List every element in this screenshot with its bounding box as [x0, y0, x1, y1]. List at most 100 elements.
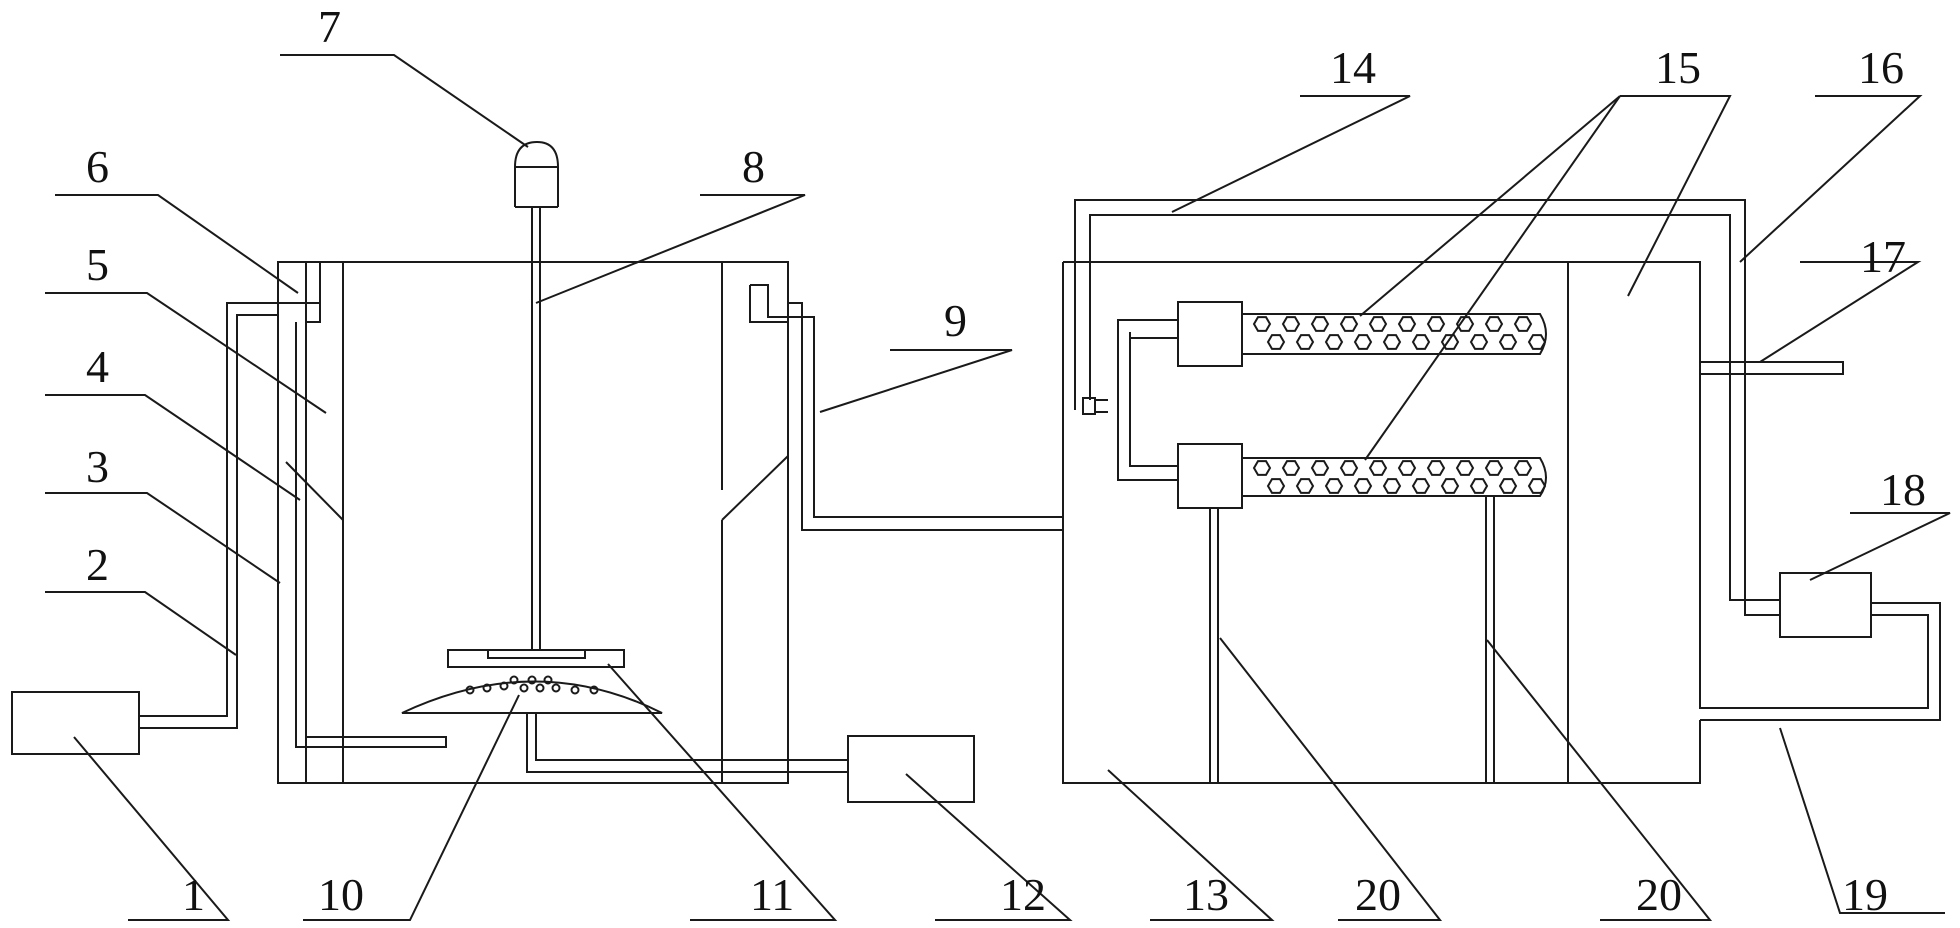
hex-cell [1484, 316, 1504, 332]
return-pump-box [1779, 572, 1872, 638]
label-8: 8 [742, 141, 765, 192]
right-baffle-slope [721, 455, 789, 521]
label-2: 2 [86, 539, 109, 590]
loop-pipe-inner [1089, 214, 1780, 601]
aerator-holes [465, 675, 599, 695]
electrode-head-lower [1177, 443, 1243, 509]
labels: 1 2 3 4 5 6 7 8 9 10 11 12 13 14 15 16 1… [86, 1, 1926, 920]
electrode-rod-lower [1242, 457, 1547, 497]
label-7: 7 [318, 1, 341, 52]
hex-cell [1411, 334, 1431, 350]
hex-cell [1252, 316, 1272, 332]
support-rod-right [1485, 496, 1495, 783]
left-vessel [11, 140, 1063, 803]
return-pipe-inner [1699, 380, 1929, 709]
label-20-left: 20 [1355, 869, 1401, 920]
hex-cell [1397, 460, 1417, 476]
hex-cell [1527, 478, 1547, 494]
hex-cell [1397, 316, 1417, 332]
electrode-rod-upper [1242, 313, 1547, 355]
right-vessel [1062, 199, 1941, 784]
return-pipe-outer [1700, 602, 1941, 721]
hex-cell [1295, 478, 1315, 494]
hex-cell [1484, 460, 1504, 476]
loop-pipe-outer [1074, 199, 1780, 616]
hex-cell [1266, 334, 1286, 350]
impeller-hub [487, 650, 586, 659]
hex-pattern-lower [1252, 460, 1547, 494]
motor-dome [514, 140, 559, 207]
hex-cell [1339, 460, 1359, 476]
hex-cell [1455, 460, 1475, 476]
label-18: 18 [1880, 464, 1926, 515]
label-14: 14 [1330, 42, 1376, 93]
hex-cell [1368, 460, 1388, 476]
gas-pipe-inner [139, 314, 278, 729]
electrode-head-upper [1177, 301, 1243, 367]
hex-cell [1469, 478, 1489, 494]
outlet-pipe-lower [787, 262, 1063, 531]
hex-cell [1527, 334, 1547, 350]
hex-cell [1498, 478, 1518, 494]
hex-cell [1426, 316, 1446, 332]
aerator-pipe [526, 713, 848, 773]
label-5: 5 [86, 239, 109, 290]
label-15: 15 [1655, 42, 1701, 93]
hex-cell [1281, 460, 1301, 476]
stirrer-shaft [531, 207, 541, 650]
electrode-wiring [1117, 319, 1178, 481]
connector-lines [1095, 399, 1108, 413]
label-1: 1 [182, 869, 205, 920]
hex-cell [1266, 478, 1286, 494]
hex-cell [1513, 460, 1533, 476]
right-vessel-top [1063, 261, 1701, 380]
hex-cell [1353, 478, 1373, 494]
outlet-fitting [749, 285, 788, 323]
hex-cell [1339, 316, 1359, 332]
hex-cell [1252, 460, 1272, 476]
hex-cell [1498, 334, 1518, 350]
support-rod-left [1209, 508, 1219, 783]
pipe-connector [1082, 397, 1096, 415]
label-16: 16 [1858, 42, 1904, 93]
motor-body [515, 166, 558, 208]
label-12: 12 [1000, 869, 1046, 920]
hex-cell [1281, 316, 1301, 332]
right-vessel-wall [1062, 262, 1701, 784]
inlet-fitting [278, 262, 321, 323]
hex-cell [1469, 334, 1489, 350]
impeller-plate [447, 649, 625, 668]
outlet-pipe-upper [750, 284, 1063, 518]
label-10: 10 [318, 869, 364, 920]
label-19: 19 [1842, 869, 1888, 920]
hex-cell [1295, 334, 1315, 350]
label-6: 6 [86, 141, 109, 192]
gas-source-box [11, 691, 140, 755]
hex-cell [1440, 334, 1460, 350]
hex-cell [1368, 316, 1388, 332]
label-3: 3 [86, 441, 109, 492]
aerator-dome [401, 680, 663, 714]
gas-pipe-outer [139, 302, 278, 717]
label-11: 11 [750, 869, 794, 920]
left-baffle-slope [285, 461, 344, 521]
hex-cell [1310, 460, 1330, 476]
label-20-right: 20 [1636, 869, 1682, 920]
label-17: 17 [1860, 231, 1906, 282]
hex-cell [1382, 334, 1402, 350]
hex-cell [1455, 316, 1475, 332]
overflow-tube [1700, 361, 1844, 375]
inlet-pipe [295, 322, 447, 748]
hex-cell [1382, 478, 1402, 494]
hex-cell [1426, 460, 1446, 476]
hex-cell [1513, 316, 1533, 332]
hex-cell [1353, 334, 1373, 350]
hex-cell [1324, 478, 1344, 494]
label-9: 9 [944, 295, 967, 346]
hex-cell [1324, 334, 1344, 350]
hex-pattern-upper [1252, 316, 1547, 350]
label-4: 4 [86, 341, 109, 392]
pump-box [847, 735, 975, 803]
